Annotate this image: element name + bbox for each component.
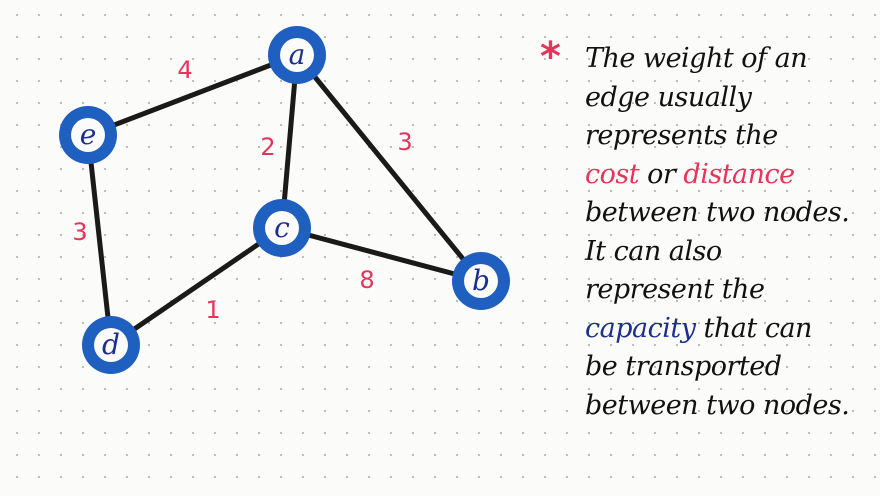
node-inner — [265, 211, 299, 245]
note-line: represents the — [585, 120, 778, 151]
edge-weight-label: 2 — [260, 133, 275, 161]
note-line: edge usually — [585, 81, 752, 113]
node-label: e — [80, 118, 97, 151]
edge-c-b — [279, 225, 484, 284]
capacity-term: capacity — [585, 312, 696, 344]
node-inner — [71, 118, 105, 152]
note-line: capacity that can — [585, 310, 875, 349]
cost-term: cost — [585, 158, 640, 190]
note-line: The weight of an — [585, 43, 808, 74]
edge-weight-label: 1 — [205, 296, 220, 324]
edge-weight-label: 3 — [72, 218, 87, 246]
note-line: between two nodes. — [585, 197, 850, 228]
note-line: between two nodes. — [585, 389, 850, 421]
note-line: be transported — [585, 351, 782, 382]
node-label: b — [472, 264, 490, 297]
asterisk-icon: * — [540, 34, 561, 80]
edge-d-c — [108, 225, 285, 348]
note-text: that can — [695, 312, 813, 344]
edge-weight-label: 3 — [397, 128, 412, 156]
node-inner — [464, 264, 498, 298]
explanation-note: The weight of an edge usually represents… — [585, 40, 875, 425]
node-label: c — [274, 211, 290, 244]
node-inner — [94, 328, 128, 362]
distance-term: distance — [683, 158, 795, 190]
edge-e-d — [85, 132, 114, 348]
node-inner — [280, 38, 314, 72]
edge-e-a — [85, 52, 300, 138]
node-label: d — [102, 328, 120, 361]
node-label: a — [289, 38, 306, 71]
edge-a-b — [294, 52, 484, 284]
note-text: or — [639, 158, 684, 190]
edge-weight-label: 8 — [359, 266, 374, 294]
edge-weight-label: 4 — [177, 56, 192, 84]
graph-diagram: 4 2 3 3 8 1 a e c b d — [59, 26, 510, 374]
note-line: cost or distance — [585, 156, 875, 195]
note-line: It can also — [585, 235, 722, 267]
note-line: represent the — [585, 274, 765, 305]
